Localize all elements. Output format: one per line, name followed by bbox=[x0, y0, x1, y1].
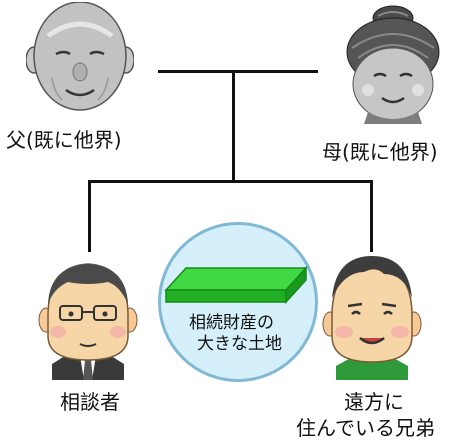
asset-label-line2: 大きな土地 bbox=[197, 334, 282, 354]
consultant-label: 相談者 bbox=[60, 390, 120, 414]
father-label: 父(既に他界) bbox=[6, 128, 122, 152]
brother-label-line2: 住んでいる兄弟 bbox=[296, 416, 435, 440]
parents-connector-line bbox=[158, 70, 318, 73]
parents-drop-line bbox=[232, 70, 235, 182]
brother-label-line1: 遠方に bbox=[344, 390, 404, 414]
mother-elderly-woman-icon bbox=[346, 5, 440, 124]
land-plot-icon bbox=[164, 266, 308, 304]
father-elderly-man-icon bbox=[26, 2, 134, 111]
consultant-man-icon bbox=[38, 263, 138, 380]
mother-label: 母(既に他界) bbox=[322, 140, 438, 164]
asset-label-line1: 相続財産の bbox=[189, 313, 274, 333]
left-child-drop-line bbox=[88, 180, 91, 252]
right-child-drop-line bbox=[370, 180, 373, 252]
children-bar-line bbox=[88, 180, 373, 183]
brother-man-icon bbox=[322, 256, 422, 380]
